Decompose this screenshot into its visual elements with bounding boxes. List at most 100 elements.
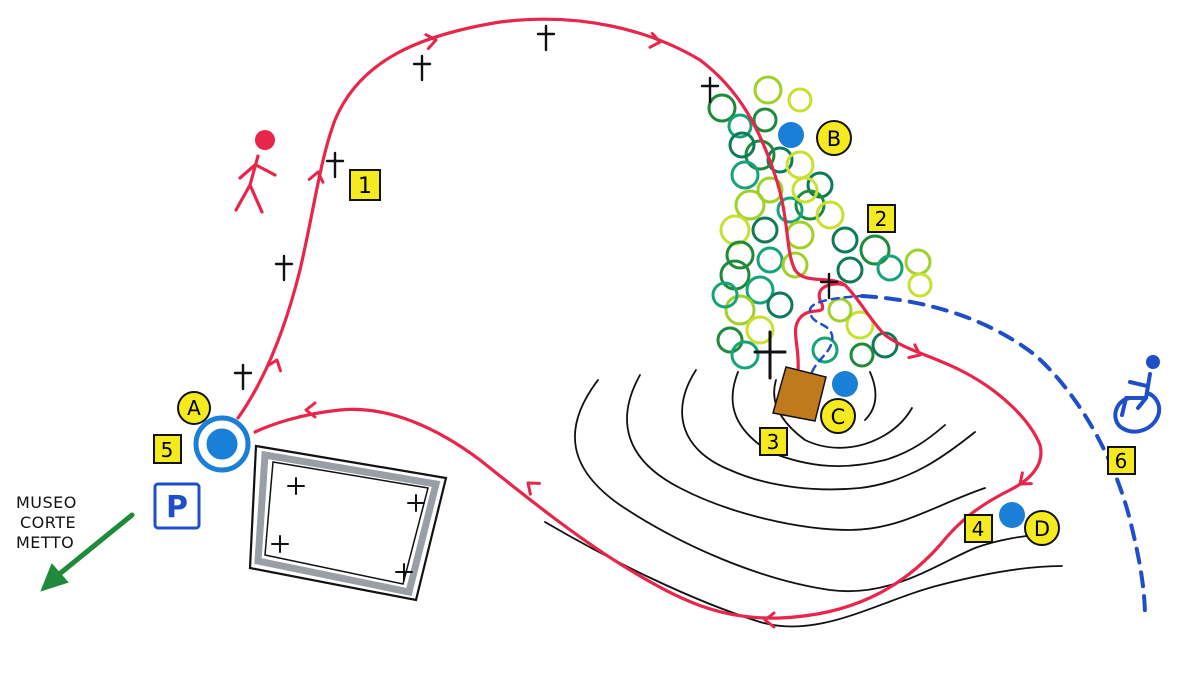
plot-inner-edge: [264, 461, 429, 585]
museum-label-line3: Metto: [16, 533, 74, 552]
stop-1-label: 1: [358, 174, 372, 199]
parking-label: P: [166, 490, 188, 525]
plot-area: [248, 444, 448, 602]
route-arrow-icon: [304, 401, 317, 419]
route-arrow-icon: [526, 481, 541, 496]
point-b-dot[interactable]: [778, 122, 804, 148]
tree-icon: [907, 272, 933, 298]
plot-border: [248, 444, 448, 602]
tree-icon: [719, 259, 751, 291]
tree-icon: [727, 113, 753, 139]
cross-icon: [819, 272, 839, 300]
route-path: [236, 17, 1043, 620]
point-c-dot[interactable]: [832, 371, 858, 397]
tree-icon: [756, 246, 784, 274]
cross-icon: [233, 363, 253, 391]
building-block: [772, 366, 827, 422]
cross-icon: [700, 76, 720, 104]
point-b-label: B: [827, 127, 841, 151]
building: [753, 330, 827, 422]
tree-icon: [716, 326, 744, 354]
plot-inner-border: [254, 450, 441, 597]
accessible-route: [808, 294, 1147, 620]
stop-3-label: 3: [767, 430, 780, 454]
tree-icon: [776, 196, 804, 224]
cross-icon: [412, 54, 432, 82]
tree-icon: [787, 87, 813, 113]
tree-icon: [904, 248, 932, 276]
cross-icon: [287, 477, 305, 495]
point-b-marker[interactable]: B: [816, 120, 852, 156]
tree-icon: [781, 251, 809, 279]
route-arrow-icon: [307, 170, 325, 184]
tree-icon: [728, 131, 756, 159]
tree-icon: [752, 107, 778, 133]
point-d-dot[interactable]: [999, 502, 1025, 528]
contour-line: [574, 379, 1059, 593]
stop-2-label: 2: [875, 207, 888, 231]
route-arrow-icon: [1018, 471, 1033, 486]
cross-icon: [325, 151, 345, 179]
stop-4-label: 4: [972, 517, 985, 541]
tree-icon: [766, 291, 794, 319]
cross-icon: [753, 330, 787, 380]
museum-label: Museo Corte Metto: [16, 493, 77, 552]
cross-icon: [274, 254, 294, 282]
cross-icon: [271, 535, 289, 553]
tree-icon: [845, 310, 875, 340]
tree-icon: [745, 275, 775, 305]
contour-line: [626, 374, 986, 531]
route-arrow-icon: [648, 32, 662, 49]
tree-icon: [753, 75, 783, 105]
tree-icon: [831, 226, 859, 254]
stop-4-marker[interactable]: 4: [964, 514, 993, 543]
tree-icon: [859, 234, 891, 266]
stop-5-label: 5: [161, 438, 174, 462]
tree-icon: [707, 93, 737, 123]
parking-icon[interactable]: P: [153, 482, 201, 530]
cross-icon: [536, 24, 556, 52]
stop-2-marker[interactable]: 2: [867, 204, 896, 233]
tree-icon: [751, 216, 779, 244]
contour-line: [731, 371, 946, 467]
tree-icon: [849, 342, 875, 368]
tree-icon: [815, 200, 845, 230]
tree-icon: [734, 189, 766, 221]
tree-icon: [811, 336, 839, 364]
contour-line: [681, 369, 976, 491]
route-spur: [793, 282, 847, 374]
point-d-marker[interactable]: D: [1024, 510, 1060, 546]
point-a-marker[interactable]: A: [177, 391, 211, 425]
museum-label-line2: Corte: [20, 513, 76, 532]
point-c-label: C: [831, 405, 846, 429]
tree-icon: [711, 281, 739, 309]
tree-icon: [724, 294, 756, 326]
inner-accessible-path: [808, 294, 864, 374]
cross-icon: [395, 563, 413, 581]
green-arrow-icon: [40, 512, 135, 592]
point-a-label: A: [187, 396, 201, 420]
museum-label-line1: Museo: [16, 493, 77, 512]
tree-icon: [756, 176, 784, 204]
tree-icon: [791, 176, 819, 204]
stop-6-marker[interactable]: 6: [1107, 446, 1136, 475]
stop-1-marker[interactable]: 1: [349, 169, 381, 201]
stop-5-marker[interactable]: 5: [153, 434, 182, 464]
contour-line: [544, 521, 1063, 628]
point-d-label: D: [1034, 517, 1050, 541]
tree-icon: [730, 340, 760, 370]
tree-icon: [745, 315, 775, 345]
main-route: [236, 17, 1043, 620]
route-arrow-icon: [265, 358, 282, 373]
stop-3-marker[interactable]: 3: [759, 427, 788, 456]
stop-6-label: 6: [1115, 449, 1128, 473]
point-c-marker[interactable]: C: [820, 398, 856, 434]
tree-cluster: [707, 75, 933, 370]
tree-icon: [725, 240, 755, 270]
wheelchair-icon: [1113, 355, 1162, 434]
tree-icon: [836, 256, 864, 284]
tree-icon: [827, 297, 853, 323]
start-point-icon[interactable]: [193, 415, 251, 473]
